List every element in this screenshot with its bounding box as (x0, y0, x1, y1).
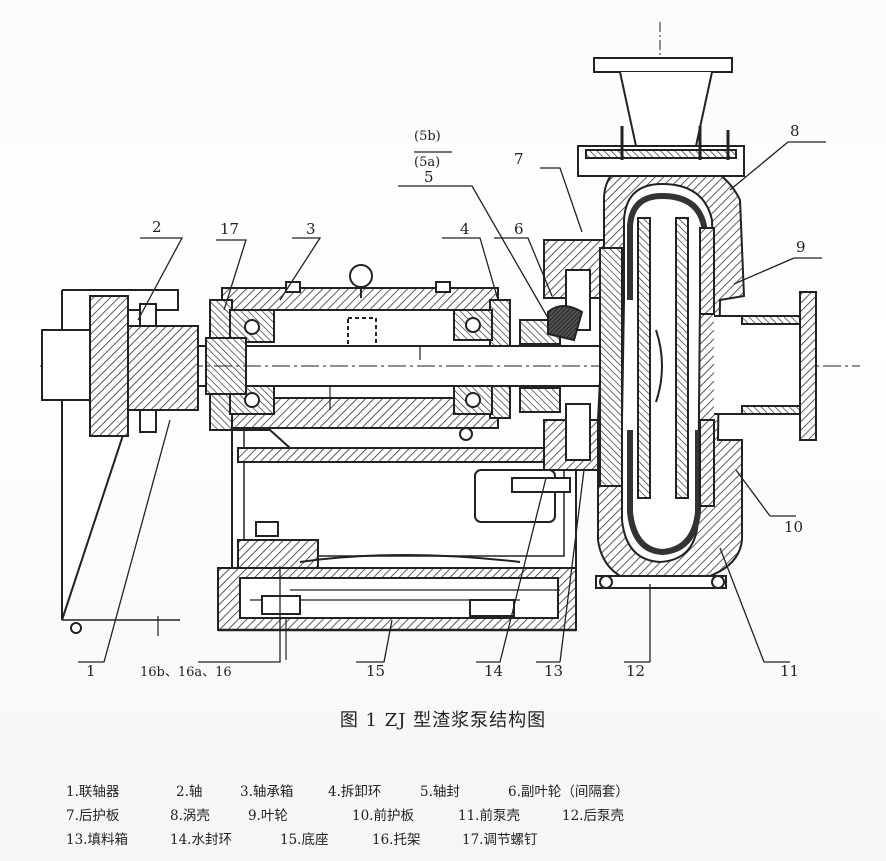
legend-item: 12.后泵壳 (562, 808, 624, 824)
legend-item: 3.轴承箱 (240, 784, 294, 800)
callout-14: 14 (484, 662, 503, 680)
callout-6: 6 (514, 220, 524, 238)
callout-labels: 2 17 3 4 5 (5b) (5a) 6 7 8 9 10 11 12 13… (86, 122, 806, 680)
callout-5b: (5b) (414, 129, 441, 144)
legend-item: 17.调节螺钉 (462, 832, 538, 848)
callout-3: 3 (306, 220, 316, 238)
parts-legend: 1.联轴器 2.轴 3.轴承箱 4.拆卸环 5.轴封 6.副叶轮（间隔套） 7.… (66, 778, 866, 850)
legend-item: 6.副叶轮（间隔套） (508, 784, 629, 800)
callout-9: 9 (796, 238, 806, 256)
bearing-housing (209, 264, 511, 431)
callout-15: 15 (366, 662, 385, 680)
pump-casing (597, 156, 746, 588)
figure-caption: 图 1 ZJ 型渣浆泵结构图 (339, 710, 547, 731)
callout-17: 17 (220, 220, 239, 238)
legend-row: 13.填料箱 14.水封环 15.底座 16.托架 17.调节螺钉 (66, 826, 866, 850)
callout-11: 11 (780, 662, 799, 680)
legend-item: 5.轴封 (420, 784, 460, 800)
legend-item: 14.水封环 (170, 832, 232, 848)
bearing-bracket (231, 429, 579, 569)
legend-item: 10.前护板 (352, 808, 414, 824)
callout-13: 13 (544, 662, 563, 680)
coupling (41, 289, 199, 636)
legend-item: 13.填料箱 (66, 832, 128, 848)
legend-item: 11.前泵壳 (458, 808, 520, 824)
legend-item: 16.托架 (372, 832, 421, 848)
callout-1: 1 (86, 662, 96, 680)
callout-2: 2 (152, 218, 162, 236)
shaft (40, 337, 860, 410)
callout-8: 8 (790, 122, 800, 140)
legend-item: 8.涡壳 (170, 808, 210, 824)
legend-item: 15.底座 (280, 832, 329, 848)
leader-lines (78, 141, 826, 663)
legend-item: 1.联轴器 (66, 784, 120, 800)
callout-5a: (5a) (414, 155, 440, 170)
callout-10: 10 (784, 518, 803, 536)
legend-item: 4.拆卸环 (328, 784, 382, 800)
discharge-outlet (577, 22, 745, 177)
base-frame (217, 567, 577, 660)
legend-row: 1.联轴器 2.轴 3.轴承箱 4.拆卸环 5.轴封 6.副叶轮（间隔套） (66, 778, 866, 802)
legend-item: 7.后护板 (66, 808, 120, 824)
callout-16: 16b、16a、16 (140, 665, 232, 680)
suction-inlet (714, 291, 817, 441)
pump-structure-drawing: 2 17 3 4 5 (5b) (5a) 6 7 8 9 10 11 12 13… (40, 22, 860, 680)
legend-item: 9.叶轮 (248, 808, 288, 824)
callout-4: 4 (460, 220, 470, 238)
legend-item: 2.轴 (176, 784, 203, 800)
casing-bolts (595, 575, 727, 589)
callout-7: 7 (514, 150, 524, 168)
callout-12: 12 (626, 662, 645, 680)
callout-5: 5 (424, 168, 434, 186)
legend-row: 7.后护板 8.涡壳 9.叶轮 10.前护板 11.前泵壳 12.后泵壳 (66, 802, 866, 826)
